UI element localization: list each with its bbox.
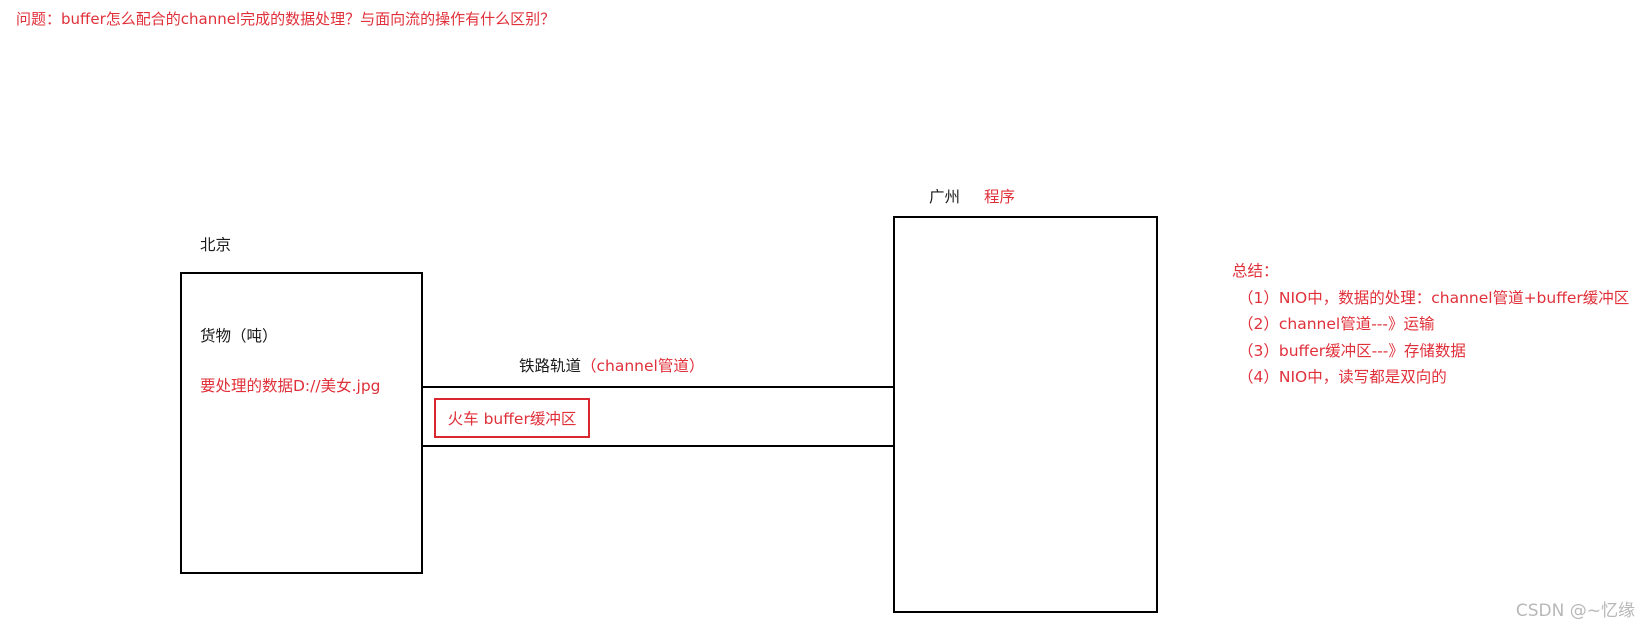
beijing-label: 北京 <box>200 236 232 254</box>
train-buffer-label: 火车 buffer缓冲区 <box>447 410 577 428</box>
summary-item: （2）channel管道---》运输 <box>1238 315 1435 333</box>
train-buffer-box: 火车 buffer缓冲区 <box>434 398 590 438</box>
summary-title: 总结： <box>1232 262 1279 280</box>
cargo-label: 货物（吨） <box>200 327 278 345</box>
summary-item: （3）buffer缓冲区---》存储数据 <box>1238 341 1466 360</box>
guangzhou-label-group: 广州 程序 <box>929 188 1015 207</box>
railway-label-group: 铁路轨道（channel管道） <box>519 357 704 376</box>
guangzhou-label: 广州 <box>929 188 961 206</box>
program-label: 程序 <box>984 188 1016 206</box>
railway-top-line <box>422 386 894 388</box>
summary-item: （4）NIO中，读写都是双向的 <box>1238 368 1447 386</box>
railway-label: 铁路轨道 <box>519 357 582 375</box>
channel-label: （channel管道） <box>581 357 705 375</box>
question-text: 问题：buffer怎么配合的channel完成的数据处理？与面向流的操作有什么区… <box>16 10 556 28</box>
data-file-label: 要处理的数据D://美女.jpg <box>200 377 381 395</box>
watermark: CSDN @~忆缘 <box>1515 601 1635 621</box>
beijing-box <box>180 272 423 574</box>
summary-item: （1）NIO中，数据的处理：channel管道+buffer缓冲区 <box>1238 288 1630 307</box>
railway-bottom-line <box>422 445 894 447</box>
summary-block: 总结： （1）NIO中，数据的处理：channel管道+buffer缓冲区 （2… <box>1232 258 1629 391</box>
guangzhou-box <box>893 216 1158 613</box>
